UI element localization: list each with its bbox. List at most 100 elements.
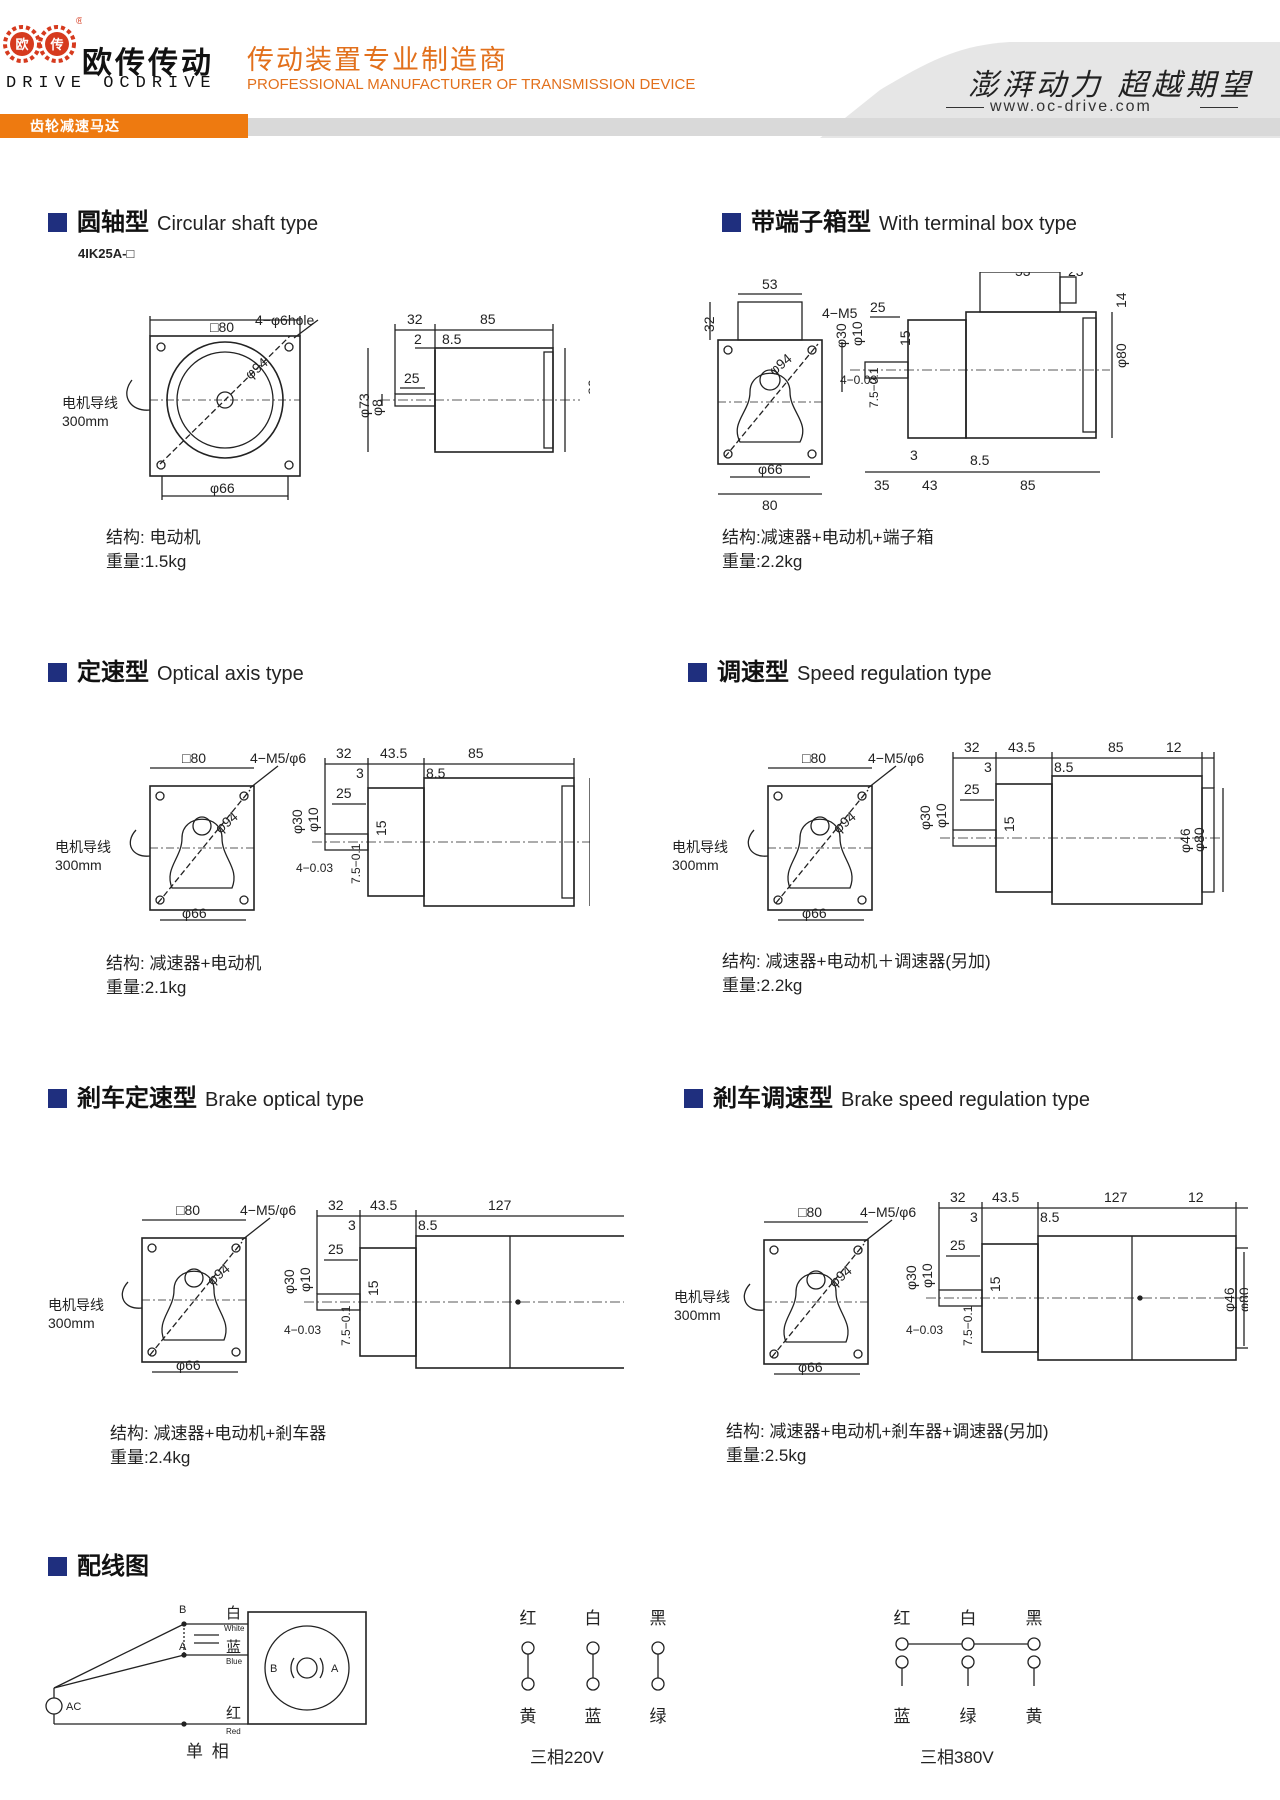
wiring-three-phase-220: 红 白 黑 黄 蓝 绿	[520, 1609, 667, 1726]
dim-d30: φ30	[281, 1269, 297, 1294]
dim-d66: φ66	[798, 1359, 823, 1375]
dim-n3: 3	[970, 1209, 978, 1225]
dim-n14: 14	[1113, 292, 1129, 308]
lead-label-1: 电机导线	[48, 1297, 104, 1313]
terminal-label-blue: 蓝	[585, 1707, 602, 1726]
dim-d8: φ8	[369, 399, 385, 416]
lead-label-2: 300mm	[55, 857, 102, 873]
weight-text: 重量:2.2kg	[722, 552, 803, 571]
dim-n53b: 53	[1015, 272, 1031, 279]
dim-s85b: 8.5	[1054, 759, 1074, 775]
website-divider-right	[1200, 107, 1238, 108]
dim-tol: 4−0.03	[284, 1323, 321, 1337]
website-link[interactable]: www.oc-drive.com	[990, 98, 1152, 115]
terminal-label-white: 白	[585, 1609, 602, 1628]
dim-d46: φ46	[1177, 828, 1193, 853]
dim-n15: 15	[897, 330, 913, 346]
drawing-brake-speed: □80 φ66 φ94 4−M5/φ6 电机导线 300mm 32 43.5 1…	[674, 1189, 1248, 1375]
dim-s32: 32	[407, 311, 423, 327]
dim-n15: 15	[373, 820, 389, 836]
drawing-optical-axis: □80 φ66 φ94 4−M5/φ6 电机导线 300mm 32 43.5 8…	[55, 745, 590, 921]
header-background	[820, 42, 1280, 138]
drawing-terminal-box: 53 32 4−M5 φ94 φ66 80 53 23 14 25 φ30 φ1…	[701, 272, 1129, 512]
dim-s85: 85	[1020, 477, 1036, 493]
wire-blue: 蓝	[226, 1639, 241, 1656]
website-divider-left	[946, 107, 984, 108]
header-strip	[0, 118, 1280, 136]
dim-s32: 32	[964, 739, 980, 755]
dim-s25: 25	[404, 370, 420, 386]
dim-sq80: □80	[182, 750, 206, 766]
dim-key: 7.5−0.1	[349, 843, 363, 884]
dim-s85: 85	[468, 745, 484, 761]
dim-n35: 35	[874, 477, 890, 493]
motor-a: A	[331, 1663, 339, 1675]
dim-s85b: 8.5	[418, 1217, 438, 1233]
wiring-single-phase: B A 白 White 蓝 Blue 红 Red AC B A	[45, 1604, 367, 1736]
dim-m5: 4−M5	[822, 305, 858, 321]
dim-n3: 3	[348, 1217, 356, 1233]
wiring-caption-380: 三相380V	[920, 1748, 994, 1767]
structure-text: 结构: 减速器+电动机+剎车器+调速器(另加)	[726, 1422, 1049, 1441]
dim-d73: φ73	[356, 393, 372, 418]
dim-n3: 3	[910, 447, 918, 463]
section-marker-icon	[48, 663, 67, 682]
dim-n435: 43.5	[1008, 739, 1035, 755]
weight-text: 重量:2.5kg	[726, 1446, 807, 1465]
dim-n43: 43	[922, 477, 938, 493]
drawing-circular-shaft: □80 φ66 φ94 4−φ6hole 电机导线 300mm 32 85 2 …	[62, 311, 590, 500]
wiring-three-phase-380: 红 白 黑 蓝 绿 黄	[894, 1609, 1043, 1726]
dim-key: 7.5−0.1	[867, 367, 881, 408]
spec-block-3: 结构: 减速器+电动机 重量:2.1kg	[106, 952, 261, 1000]
dim-sq80: □80	[210, 319, 234, 335]
section-title-wiring: 配线图	[48, 1554, 157, 1580]
dim-key: 7.5−0.1	[339, 1305, 353, 1346]
dim-d30: φ30	[903, 1265, 919, 1290]
dim-d66: φ66	[182, 905, 207, 921]
section-marker-icon	[684, 1089, 703, 1108]
wire-blue-en: Blue	[226, 1657, 243, 1666]
dim-sq80: □80	[798, 1204, 822, 1220]
motor-b: B	[270, 1663, 277, 1675]
spec-block-2: 结构:减速器+电动机+端子箱 重量:2.2kg	[722, 526, 934, 574]
terminal-label-green: 绿	[960, 1707, 977, 1726]
lead-label-2: 300mm	[48, 1315, 95, 1331]
tagline-cn: 传动装置专业制造商	[247, 45, 508, 75]
terminal-label-yellow: 黄	[1026, 1707, 1043, 1726]
drawing-speed-regulation: □80 φ66 φ94 4−M5/φ6 电机导线 300mm 32 43.5 8…	[672, 739, 1224, 921]
dim-s25: 25	[328, 1241, 344, 1257]
dim-d66: φ66	[176, 1357, 201, 1373]
section-marker-icon	[48, 1089, 67, 1108]
wire-red: 红	[226, 1705, 241, 1722]
dim-d80: φ80	[1191, 827, 1207, 852]
dim-d46: φ46	[1221, 1287, 1237, 1312]
structure-text: 结构: 减速器+电动机+剎车器	[110, 1424, 327, 1443]
dim-n3: 3	[984, 759, 992, 775]
spec-block-6: 结构: 减速器+电动机+剎车器+调速器(另加) 重量:2.5kg	[726, 1420, 1049, 1468]
tagline-en: PROFESSIONAL MANUFACTURER OF TRANSMISSIO…	[247, 76, 696, 93]
dim-d80: φ80	[1236, 1287, 1248, 1312]
section-marker-icon	[688, 663, 707, 682]
dim-m5d6: 4−M5/φ6	[250, 750, 306, 766]
spec-block-5: 结构: 减速器+电动机+剎车器 重量:2.4kg	[110, 1422, 326, 1470]
section-marker-icon	[48, 1557, 67, 1576]
wire-white-en: White	[224, 1624, 245, 1633]
dim-m5d6: 4−M5/φ6	[860, 1204, 916, 1220]
lead-label-1: 电机导线	[55, 839, 111, 855]
dim-n15: 15	[365, 1280, 381, 1296]
spec-block-4: 结构: 减速器+电动机＋调速器(另加) 重量:2.2kg	[722, 950, 991, 998]
page-header: 欧 传 ® 欧传传动 DRIVE OCDRIVE 传动装置专业制造商 PROFE…	[0, 0, 1280, 138]
dim-d30: φ30	[917, 805, 933, 830]
dim-n12: 12	[1188, 1189, 1204, 1205]
dim-s25: 25	[336, 785, 352, 801]
dim-tol: 4−0.03	[906, 1323, 943, 1337]
dim-tol: 4−0.03	[840, 373, 877, 387]
weight-text: 重量:2.4kg	[110, 1448, 191, 1467]
dim-hole: 4−φ6hole	[255, 312, 315, 328]
dim-s25: 25	[870, 299, 886, 315]
dim-n15: 15	[1001, 816, 1017, 832]
lead-label-1: 电机导线	[62, 395, 118, 411]
section-marker-icon	[48, 213, 67, 232]
